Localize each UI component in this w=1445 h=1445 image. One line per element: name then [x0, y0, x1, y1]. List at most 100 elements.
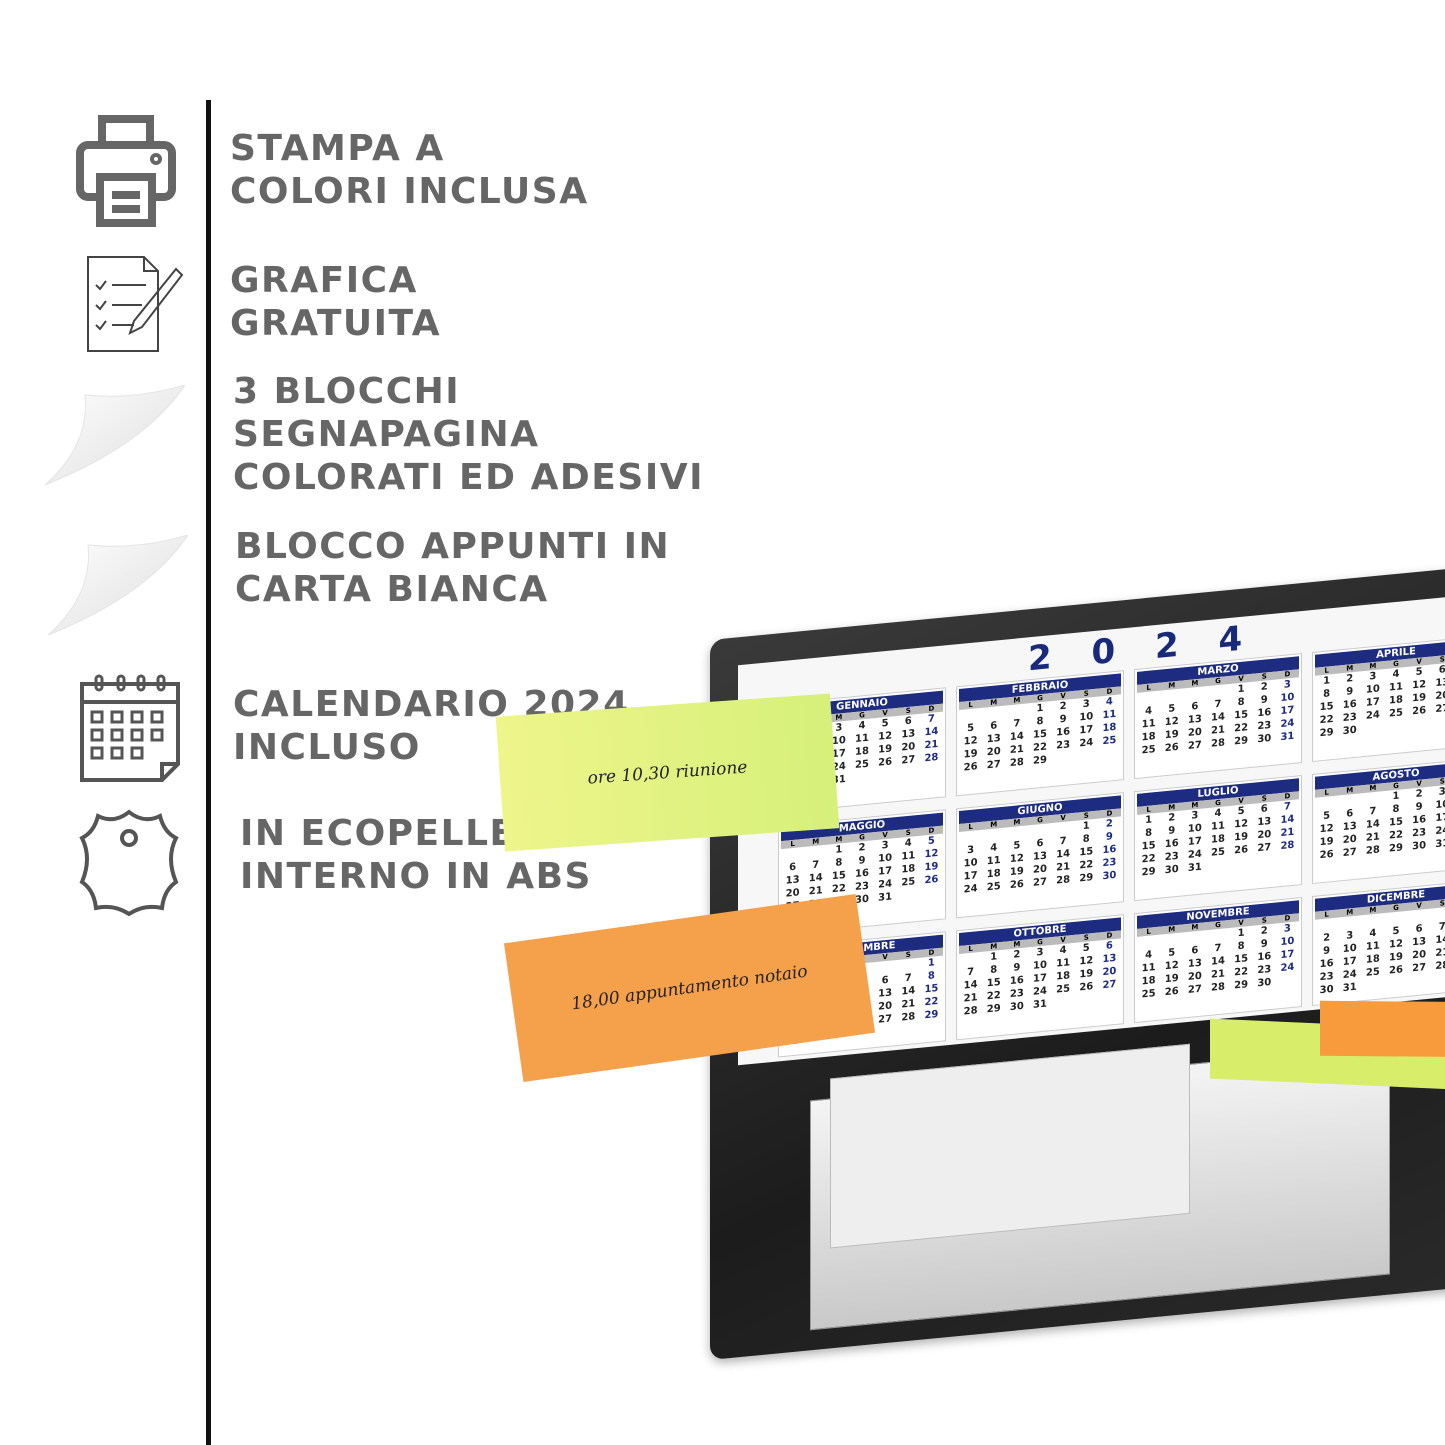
- day-cell: 20: [1435, 689, 1445, 703]
- day-cell: 27: [1033, 876, 1047, 889]
- note-text: ore 10,30 riunione: [586, 756, 749, 789]
- day-cell: 28: [1280, 839, 1295, 853]
- day-cell: 29: [1141, 866, 1156, 879]
- day-cell: 30: [1257, 732, 1272, 746]
- day-cell: 30: [1009, 1000, 1024, 1014]
- day-cell: 25: [901, 876, 916, 889]
- day-cell: 27: [1187, 983, 1202, 996]
- day-cell: 17: [1435, 811, 1445, 825]
- day-cell: 26: [963, 761, 978, 774]
- day-cell: 27: [1412, 962, 1427, 975]
- day-cell: 27: [901, 754, 916, 767]
- feature-graphics: Graficagratuita: [230, 259, 441, 345]
- day-cell: 26: [1234, 844, 1249, 857]
- day-cell: 24: [1079, 737, 1094, 750]
- day-cell: 26: [1412, 705, 1427, 718]
- day-cell: 25: [1211, 846, 1225, 859]
- feature-line: Blocco appunti in: [235, 526, 671, 567]
- day-cell: 29: [1234, 735, 1249, 748]
- feature-line: interno in abs: [240, 856, 592, 897]
- day-cell: 26: [1389, 964, 1403, 977]
- day-grid: 1234567891011121314151617181920212223242…: [1315, 904, 1445, 998]
- day-cell: 26: [1319, 848, 1334, 862]
- day-cell: 24: [1435, 824, 1445, 838]
- leather-hide-icon: [79, 809, 179, 917]
- calendar-icon: [80, 674, 180, 782]
- feature-line: segnapagina: [233, 414, 540, 455]
- day-cell: 25: [1141, 988, 1156, 1001]
- day-cell: 24: [963, 883, 978, 896]
- calendar-month: APRILELMMGVSD123456789101112131415161718…: [1312, 635, 1445, 763]
- feature-line: colorati ed adesivi: [233, 457, 704, 498]
- day-cell: 24: [1280, 961, 1295, 975]
- day-cell: 30: [1319, 983, 1334, 997]
- day-cell: 26: [1164, 741, 1179, 755]
- day-cell: 31: [878, 891, 893, 904]
- checklist-pen-icon: [87, 256, 184, 352]
- page-curl-icon: [45, 385, 185, 486]
- calendar-month: AGOSTOLMMGVSD123456789101112131415161718…: [1312, 757, 1445, 885]
- feature-bookmarks: 3 blocchisegnapaginacolorati ed adesivi: [233, 370, 704, 499]
- day-cell: 30: [1257, 976, 1272, 990]
- feature-line: colori inclusa: [230, 171, 589, 212]
- day-cell: 29: [986, 1003, 1001, 1016]
- day-cell: 21: [1435, 946, 1445, 960]
- printer-icon: [76, 115, 176, 227]
- day-cell: 31: [1187, 861, 1202, 874]
- day-cell: 27: [1102, 978, 1117, 992]
- day-cell: 27: [986, 759, 1001, 772]
- day-cell: 25: [1389, 707, 1403, 720]
- day-cell: 29: [1389, 842, 1403, 855]
- day-cell: 28: [901, 1011, 916, 1024]
- divider-line: [206, 100, 211, 1445]
- calendar-months: GENNAIOLMMGVSD12345678910111213141516171…: [778, 635, 1445, 1058]
- feature-line: Stampa a: [230, 128, 445, 169]
- day-cell: 3: [1438, 786, 1445, 798]
- day-cell: 25: [986, 881, 1001, 894]
- day-cell: 25: [1102, 734, 1117, 748]
- day-cell: 30: [1102, 869, 1117, 883]
- feature-line: 3 blocchi: [233, 371, 461, 412]
- feature-notepad: Blocco appunti incarta bianca: [235, 525, 670, 611]
- day-cell: 28: [1056, 874, 1071, 887]
- day-cell: 29: [1319, 726, 1334, 740]
- day-cell: 31: [1342, 981, 1357, 995]
- day-cell: 28: [1365, 844, 1380, 857]
- day-cell: 25: [1141, 744, 1156, 757]
- day-cell: 25: [1056, 983, 1071, 996]
- feature-line: Grafica: [230, 260, 418, 301]
- feature-line: gratuita: [230, 303, 442, 344]
- note-text: 18,00 appuntamento notaio: [570, 961, 809, 1015]
- day-cell: 27: [1342, 846, 1357, 860]
- sticky-note-yellow: ore 10,30 riunione: [495, 693, 840, 852]
- day-cell: 10: [1435, 798, 1445, 812]
- day-cell: 26: [1164, 985, 1179, 999]
- day-cell: 13: [1435, 676, 1445, 690]
- day-cell: 31: [1280, 730, 1295, 744]
- day-cell: 29: [1033, 754, 1047, 767]
- day-cell: 25: [855, 758, 869, 772]
- day-cell: 29: [1234, 979, 1249, 992]
- day-cell: 28: [1435, 959, 1445, 973]
- day-cell: 29: [924, 1009, 939, 1022]
- day-cell: 26: [1079, 981, 1094, 994]
- day-cell: 25: [1365, 966, 1380, 979]
- day-cell: 31: [1435, 837, 1445, 851]
- day-cell: 30: [1412, 840, 1427, 853]
- day-cell: 28: [1009, 756, 1024, 770]
- feature-line: incluso: [233, 727, 421, 768]
- day-cell: 14: [1435, 933, 1445, 947]
- day-cell: 28: [1211, 737, 1225, 750]
- day-cell: 27: [1187, 739, 1202, 752]
- day-cell: 26: [924, 874, 939, 887]
- day-cell: 31: [1033, 998, 1047, 1011]
- bookmark-orange: [1320, 1000, 1445, 1058]
- day-cell: 27: [1435, 702, 1445, 716]
- day-cell: 26: [1009, 878, 1024, 892]
- page-curl-icon: [48, 535, 188, 636]
- white-notepad: [830, 1043, 1190, 1249]
